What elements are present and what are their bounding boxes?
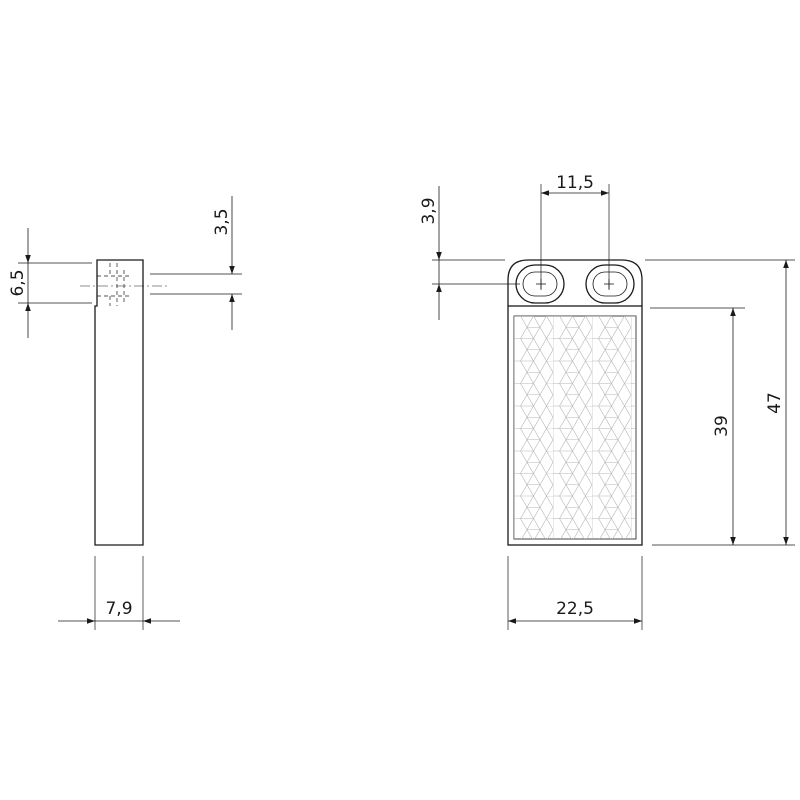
mounting-hole-left xyxy=(515,264,565,304)
side-view-hidden-hole xyxy=(96,263,130,306)
dim-label-3-9: 3,9 xyxy=(419,197,439,224)
reflector-hex-pattern xyxy=(514,316,636,539)
dim-label-11-5: 11,5 xyxy=(556,173,594,193)
dim-label-6-5: 6,5 xyxy=(8,269,28,296)
dim-label-39: 39 xyxy=(712,415,732,437)
mounting-tab xyxy=(507,259,643,306)
front-view: 11,5 3,9 39 47 22,5 xyxy=(419,173,795,630)
reflector-body xyxy=(507,305,643,546)
dim-label-47: 47 xyxy=(765,392,785,414)
dim-label-3-5: 3,5 xyxy=(212,208,232,235)
side-view: 6,5 3,5 7,9 xyxy=(8,196,242,630)
mounting-hole-right xyxy=(585,264,635,304)
dim-label-7-9: 7,9 xyxy=(105,599,132,619)
dim-label-22-5: 22,5 xyxy=(556,599,594,619)
side-view-outline xyxy=(94,259,144,546)
